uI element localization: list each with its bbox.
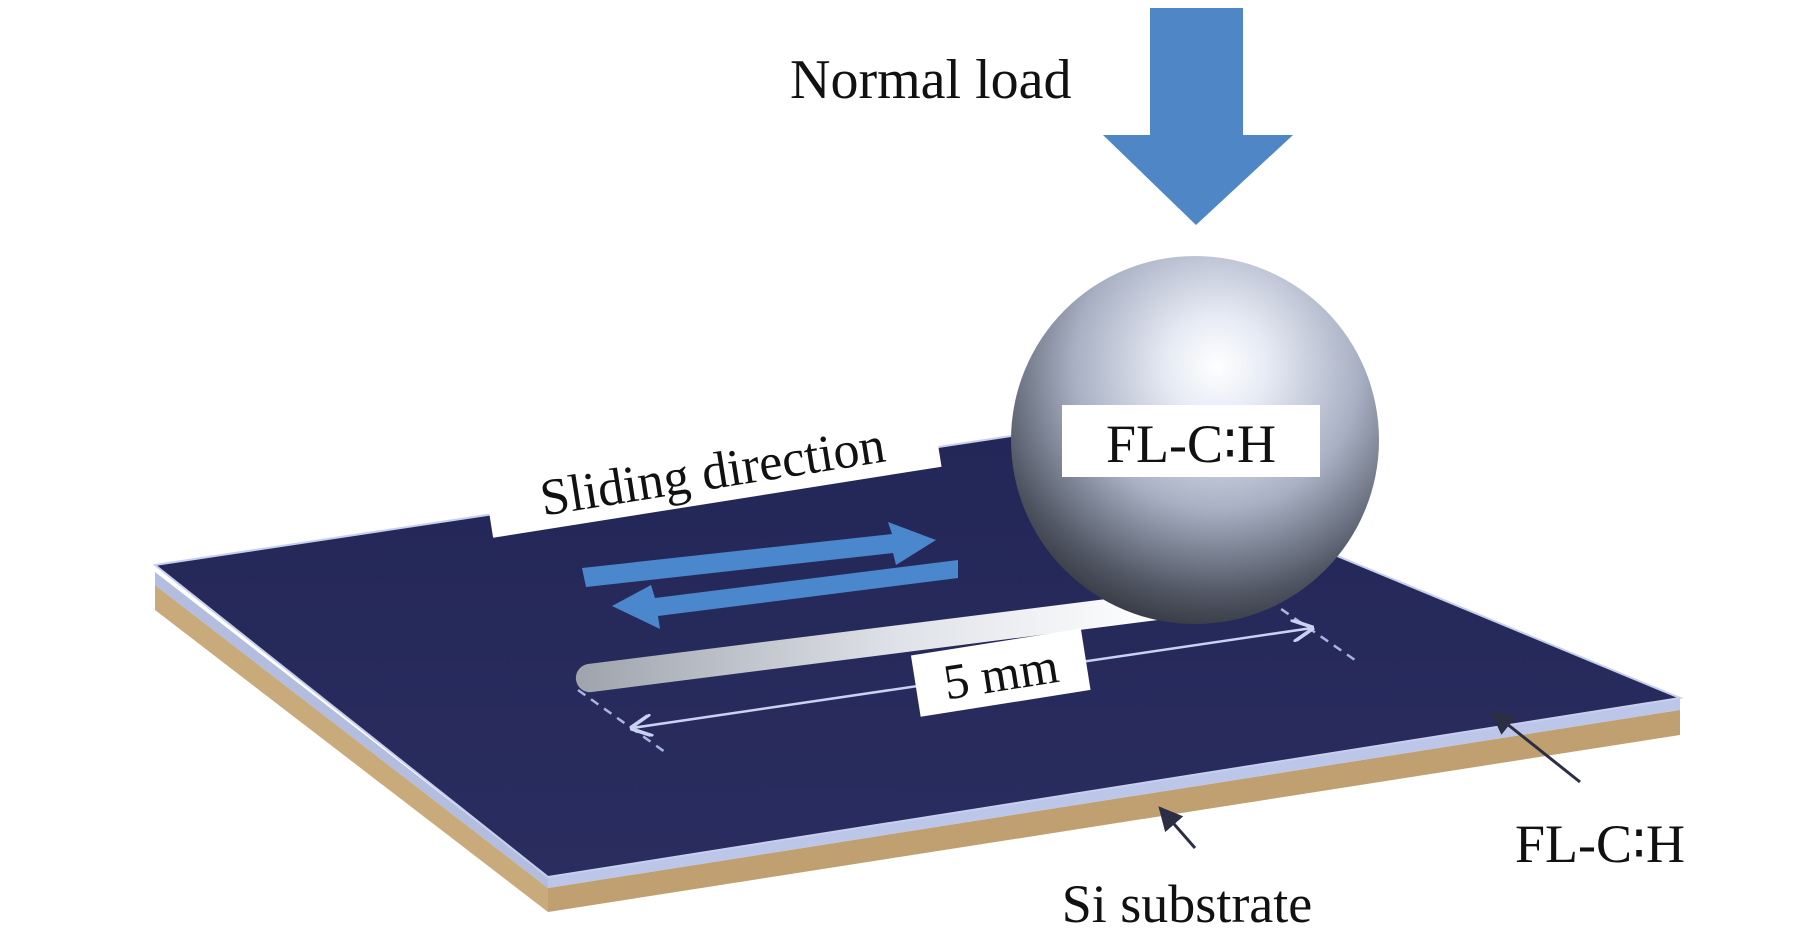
- pointer-arrow-icon: [1158, 806, 1197, 849]
- substrate-front-face: [155, 585, 548, 912]
- substrate-label: Si substrate: [1062, 874, 1313, 930]
- pointer-arrow-icon: [1490, 710, 1581, 784]
- bidirectional-arrows-icon: [582, 522, 958, 629]
- ball-material-label: FL-C∶H: [1106, 414, 1276, 474]
- coating-layer-label: FL-C∶H: [1515, 814, 1685, 874]
- slide-arrow-backward: [612, 560, 958, 629]
- coating-top-surface: [152, 430, 1684, 879]
- extension-line-left: [577, 688, 666, 754]
- normal-load-label: Normal load: [790, 49, 1071, 111]
- coating-right-edge: [548, 698, 1680, 888]
- sliding-direction-label-background: [481, 395, 942, 538]
- ball-label-background: [1062, 405, 1320, 477]
- si-substrate: [155, 585, 1680, 912]
- coating-front-edge: [155, 572, 548, 888]
- track-length-label-background: [910, 628, 1091, 717]
- down-arrow-icon: [1103, 8, 1293, 225]
- substrate-right-face: [548, 710, 1680, 912]
- coating-edge: [155, 572, 1680, 888]
- slide-arrow-forward: [582, 522, 936, 587]
